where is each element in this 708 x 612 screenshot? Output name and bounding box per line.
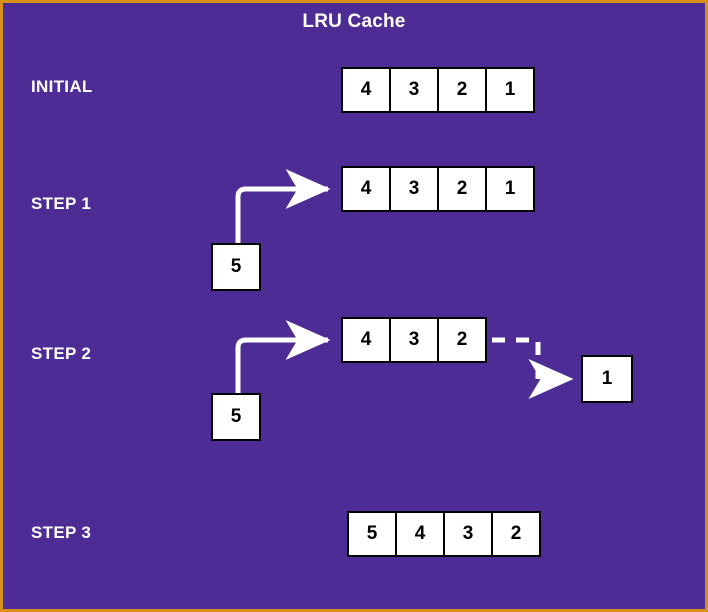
cache-cell: 1: [485, 67, 535, 113]
row-label-step2: STEP 2: [31, 344, 92, 363]
row-label-step3: STEP 3: [31, 523, 92, 542]
cache-cell: 4: [341, 166, 391, 212]
cache-strip-step2: 4 3 2: [341, 317, 487, 363]
page-title: LRU Cache: [302, 11, 406, 32]
cache-strip-step3: 5 4 3 2: [347, 511, 541, 557]
cache-cell: 2: [437, 166, 487, 212]
row-label-step1: STEP 1: [31, 194, 92, 213]
cache-cell: 4: [341, 67, 391, 113]
cache-strip-step1: 4 3 2 1: [341, 166, 535, 212]
evict-arrow-step2: [492, 337, 574, 399]
cache-cell: 5: [347, 511, 397, 557]
cache-cell: 1: [485, 166, 535, 212]
row-label-initial: INITIAL: [31, 77, 93, 96]
evicted-value-box-step2: 1: [581, 355, 633, 403]
cache-cell: 4: [395, 511, 445, 557]
cache-cell: 3: [389, 67, 439, 113]
cache-cell: 4: [341, 317, 391, 363]
incoming-value-box-step2: 5: [211, 393, 261, 441]
cache-cell: 2: [437, 67, 487, 113]
cache-strip-initial: 4 3 2 1: [341, 67, 535, 113]
incoming-value-box-step1: 5: [211, 243, 261, 291]
cache-cell: 3: [443, 511, 493, 557]
insert-arrow-step1: [235, 169, 331, 243]
cache-cell: 2: [437, 317, 487, 363]
cache-cell: 3: [389, 166, 439, 212]
cache-cell: 2: [491, 511, 541, 557]
cache-cell: 3: [389, 317, 439, 363]
insert-arrow-step2: [235, 320, 331, 393]
